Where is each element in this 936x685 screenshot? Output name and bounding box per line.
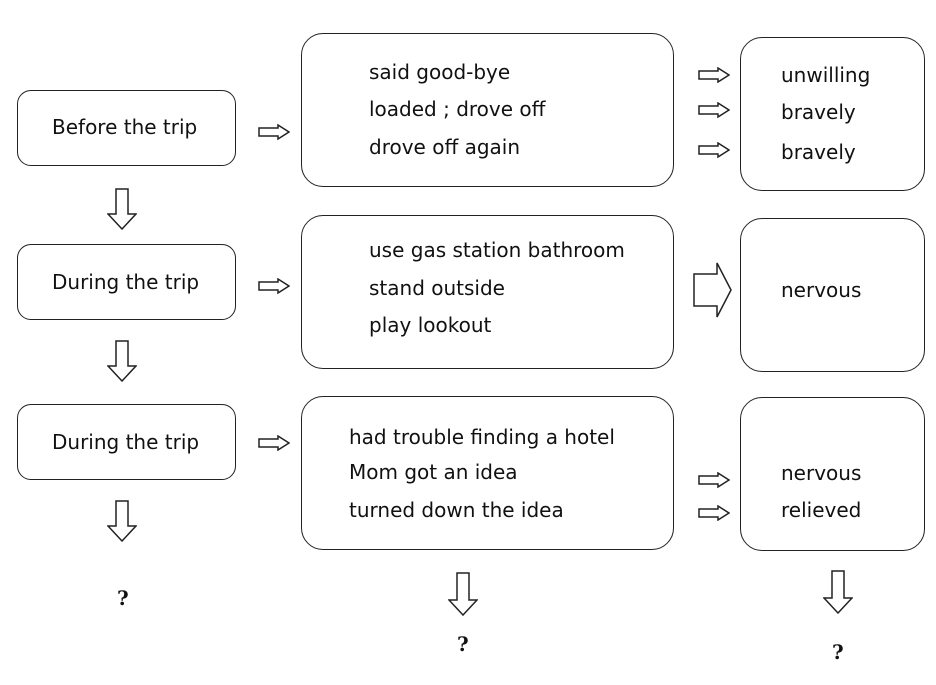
right-arrow-icon [698,505,730,521]
feeling-1-3: bravely [781,140,856,164]
down-arrow-icon [448,572,478,616]
right-arrow-icon [698,67,730,83]
down-arrow-icon [107,500,137,542]
large-right-arrow-icon [693,262,732,318]
feeling-1-1: unwilling [781,63,871,87]
feelings-box-2 [740,218,925,372]
event-3-1: had trouble finding a hotel [349,425,615,449]
event-1-3: drove off again [369,135,521,159]
events-box-3 [301,396,674,550]
question-mark-left: ? [117,586,129,610]
feeling-3-2: relieved [781,498,862,522]
right-arrow-icon [698,472,730,488]
event-2-3: play lookout [369,313,492,337]
right-arrow-icon [258,435,290,451]
event-1-1: said good-bye [369,60,511,84]
stage-box-3 [17,404,236,480]
events-box-1 [301,33,674,187]
stage-label-1: Before the trip [52,115,198,139]
stage-box-2 [17,244,236,320]
event-3-3: turned down the idea [349,498,564,522]
feelings-box-3 [740,397,925,551]
events-box-2 [301,215,674,369]
right-arrow-icon [258,278,290,294]
stage-box-1 [17,90,236,166]
event-2-1: use gas station bathroom [369,238,625,262]
feelings-box-1 [740,37,925,191]
event-1-2: loaded ; drove off [369,97,546,121]
event-2-2: stand outside [369,276,505,300]
stage-label-3: During the trip [52,430,200,454]
event-3-2: Mom got an idea [349,460,518,484]
down-arrow-icon [823,570,853,614]
stage-label-2: During the trip [52,270,200,294]
question-mark-right: ? [832,640,844,664]
down-arrow-icon [107,340,137,382]
right-arrow-icon [698,102,730,118]
question-mark-middle: ? [457,632,469,656]
feeling-2-1: nervous [781,278,862,302]
feeling-1-2: bravely [781,100,856,124]
right-arrow-icon [698,142,730,158]
right-arrow-icon [258,124,290,140]
feeling-3-1: nervous [781,461,862,485]
down-arrow-icon [107,188,137,230]
